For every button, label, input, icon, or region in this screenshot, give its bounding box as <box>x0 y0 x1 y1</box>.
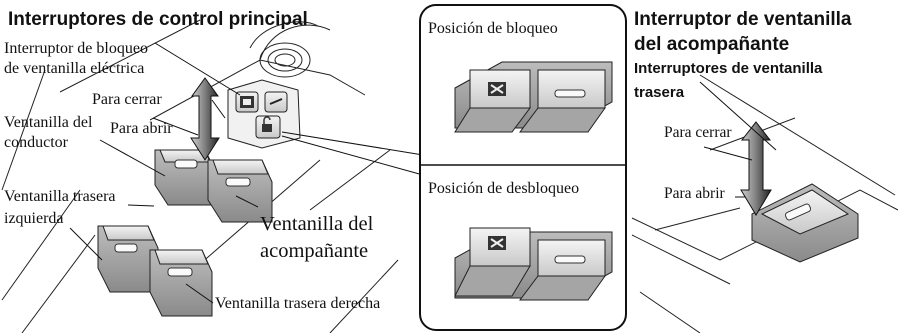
locked-position-label: Posición de bloqueo <box>428 20 558 37</box>
door-panel-right <box>631 74 898 333</box>
unlocked-position-label: Posición de desbloqueo <box>428 180 580 197</box>
close-label-left: Para cerrar <box>92 91 162 108</box>
open-label-left: Para abrir <box>110 120 173 137</box>
close-label-right: Para cerrar <box>664 124 732 141</box>
lock-switch-cluster <box>227 79 301 149</box>
lock-switch-label-line1: Interruptor de bloqueo <box>4 40 148 57</box>
detail-unlocked-switch <box>454 227 613 301</box>
driver-window-label-line1: Ventanilla del <box>4 114 93 131</box>
rear-switches-label-line1: Interruptores de ventanilla <box>634 60 823 77</box>
rear-right-window-label: Ventanilla trasera derecha <box>215 295 381 312</box>
passenger-switch-title-line2: del acompañante <box>634 34 790 55</box>
open-label-right: Para abrir <box>664 185 725 202</box>
passenger-switch-title-line1: Interruptor de ventanilla <box>634 9 852 30</box>
passenger-window-label-line2: acompañante <box>260 240 369 262</box>
rear-switches-label-line2: trasera <box>634 84 685 101</box>
rear-left-window-label-line2: izquierda <box>4 210 64 227</box>
rear-left-window-label-line1: Ventanilla trasera <box>4 188 116 205</box>
open-close-arrow-right <box>740 121 772 216</box>
open-close-arrow-left <box>190 77 220 161</box>
window-switch-keys-left <box>97 149 273 317</box>
main-switches-title: Interruptores de control principal <box>8 9 308 30</box>
passenger-window-label-line1: Ventanilla del <box>260 213 374 235</box>
detail-locked-switch <box>454 61 613 133</box>
driver-window-label-line2: conductor <box>4 134 68 151</box>
callout-leaders-left <box>69 42 424 304</box>
lock-switch-label-line2: de ventanilla eléctrica <box>4 60 145 77</box>
passenger-window-switch <box>751 183 859 263</box>
callout-leaders-right <box>699 81 777 198</box>
